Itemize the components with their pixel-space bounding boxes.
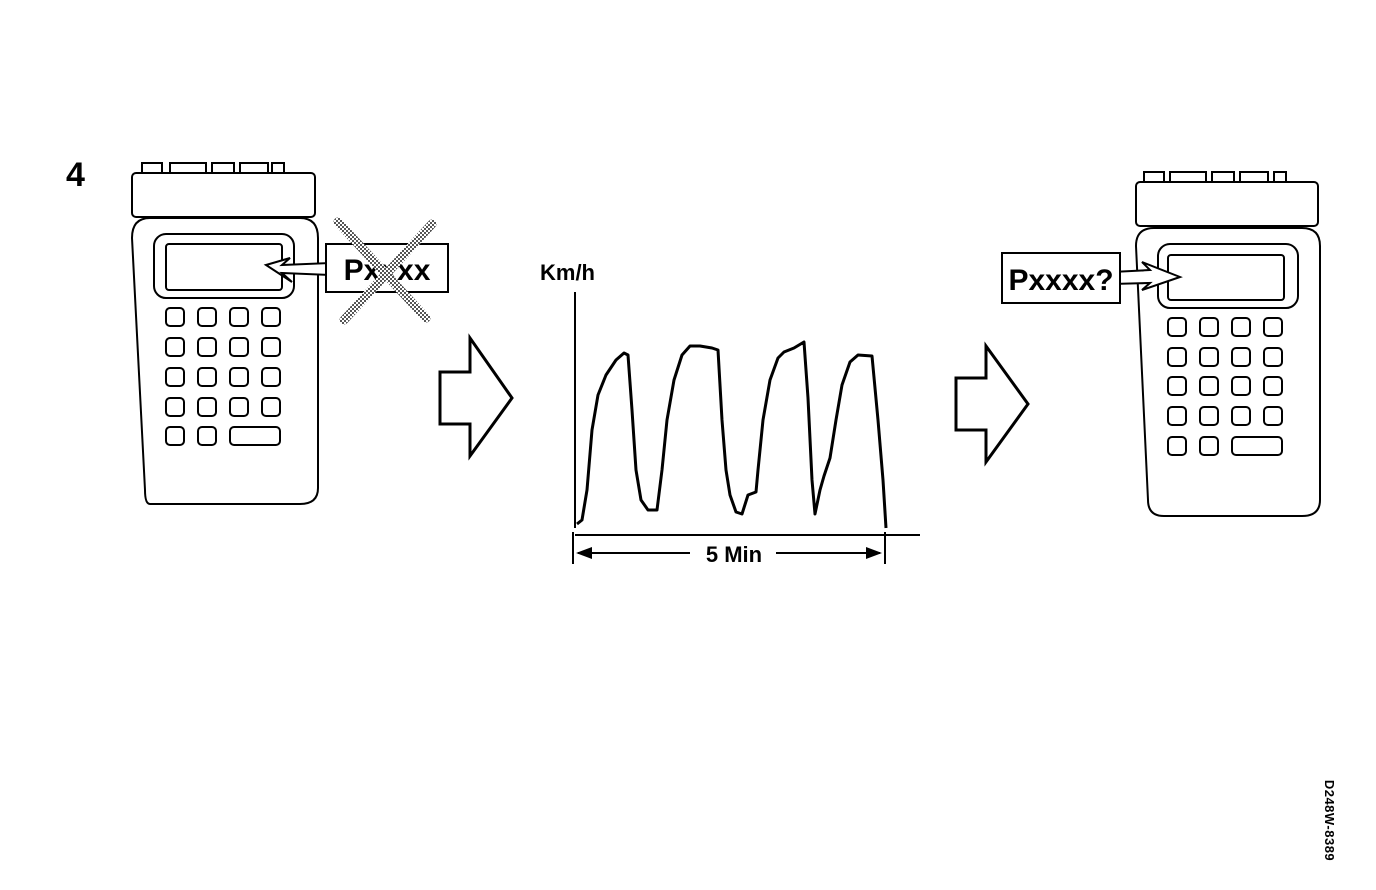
key [229,337,249,357]
key [1199,376,1219,396]
key [165,367,185,387]
key [197,307,217,327]
key [1199,436,1219,456]
key [197,426,217,446]
x-axis-label: 5 Min [706,542,762,567]
key [1167,317,1187,337]
reference-code-text: D248W-8389 [1322,779,1338,861]
left-tester-icon [130,162,331,505]
key [197,397,217,417]
key [165,397,185,417]
key [1231,406,1251,426]
key [1167,347,1187,367]
key [1199,347,1219,367]
tester-connector-head [131,172,316,218]
right-arrow-icon [954,341,1030,467]
tester-keypad [1167,317,1283,456]
key [1167,376,1187,396]
right-arrow-icon [438,333,514,461]
right-message-text: Pxxxx? [1008,264,1113,297]
key [1263,406,1283,426]
tester-body [130,217,319,505]
y-axis-label: Km/h [540,260,595,285]
key [1231,347,1251,367]
speed-trace-line [576,340,888,529]
key [1167,436,1187,456]
duration-arrowhead [866,547,882,559]
key [261,337,281,357]
key [1263,317,1283,337]
key [261,367,281,387]
key [229,307,249,327]
tester-keypad [165,307,281,446]
key [1263,347,1283,367]
duration-arrowhead [576,547,592,559]
wide-key [1231,436,1283,456]
reference-code: D248W-8389 [1312,760,1348,880]
key [1263,376,1283,396]
key [165,426,185,446]
key [229,367,249,387]
key [1231,317,1251,337]
tester-connector-head [1135,181,1319,227]
key [197,337,217,357]
wide-key [229,426,281,446]
key [165,307,185,327]
right-message-box [1001,252,1121,304]
key [1199,406,1219,426]
speed-chart: Km/h 5 Min [540,260,920,567]
key [1199,317,1219,337]
right-tester-icon [1111,171,1321,517]
key [261,307,281,327]
key [1231,376,1251,396]
step-number: 4 [66,156,85,194]
cross-out-icon [333,217,437,325]
key [261,397,281,417]
key [197,367,217,387]
key [165,337,185,357]
key [1167,406,1187,426]
key [229,397,249,417]
